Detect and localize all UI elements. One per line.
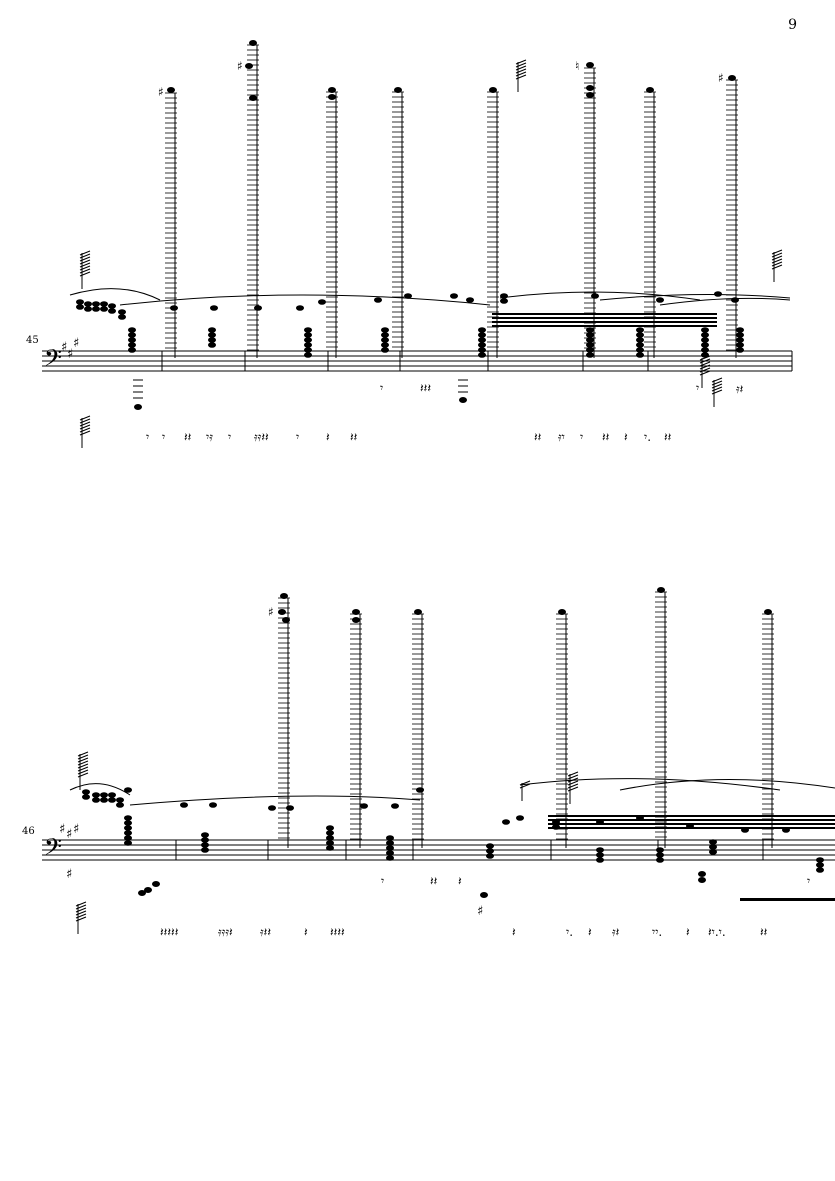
svg-text:♯: ♯ bbox=[718, 71, 724, 85]
low-notes: ♯ bbox=[138, 871, 706, 919]
svg-text:𝄽: 𝄽 bbox=[588, 925, 592, 939]
sharp-accidental: ♯ bbox=[66, 867, 72, 882]
system-2: 𝄢 ♯ ♯♯♯ ♯ bbox=[42, 587, 835, 939]
svg-text:♯: ♯ bbox=[67, 347, 73, 362]
measure-number-system-2: 46 bbox=[22, 826, 35, 837]
svg-text:𝄿𝄾: 𝄿𝄾 bbox=[558, 430, 565, 444]
svg-text:𝄾: 𝄾 bbox=[228, 430, 231, 444]
svg-text:♯: ♯ bbox=[268, 605, 274, 619]
high-noteheads: ♯ ♯ ♮ ♯ bbox=[158, 40, 736, 101]
rest-symbols: 𝄾𝄾𝄽𝄽𝄾𝄿𝄾𝄿𝄿𝄽𝄽𝄾𝄽𝄽𝄽𝄾𝄽𝄽𝄽𝄽𝄽𝄿𝄾𝄾𝄽𝄽𝄽𝄾.𝄽𝄽𝄾𝄿𝄽 bbox=[146, 381, 744, 444]
svg-text:𝄽𝄽: 𝄽𝄽 bbox=[664, 430, 672, 444]
svg-text:𝄾: 𝄾 bbox=[146, 430, 149, 444]
rest-symbols: 𝄽𝄽𝄽𝄽𝄽𝄿𝄿𝄿𝄽𝄿𝄽𝄽𝄽𝄽𝄽𝄽𝄽𝄾𝄽𝄽𝄽𝄽𝄾.𝄽𝄿𝄽𝄾𝄾.𝄽𝄽𝄾.𝄾.𝄽𝄽𝄾 bbox=[160, 874, 810, 939]
key-signature-sharps: ♯♯♯ bbox=[59, 822, 79, 842]
svg-text:𝄽𝄽: 𝄽𝄽 bbox=[760, 925, 768, 939]
svg-text:𝄽𝄽: 𝄽𝄽 bbox=[430, 874, 438, 888]
svg-text:𝄽: 𝄽 bbox=[304, 925, 308, 939]
svg-text:𝄾: 𝄾 bbox=[296, 430, 299, 444]
svg-text:𝄽𝄾.𝄾.: 𝄽𝄾.𝄾. bbox=[708, 925, 726, 939]
low-notes bbox=[133, 379, 468, 410]
svg-text:𝄽𝄽: 𝄽𝄽 bbox=[534, 430, 542, 444]
bass-clef-icon: 𝄢 bbox=[44, 833, 62, 866]
flag-clusters bbox=[79, 59, 783, 448]
svg-text:𝄽𝄽: 𝄽𝄽 bbox=[350, 430, 358, 444]
svg-text:♯: ♯ bbox=[158, 85, 164, 99]
svg-text:♯: ♯ bbox=[237, 59, 243, 73]
slurs bbox=[69, 288, 791, 306]
svg-text:𝄾: 𝄾 bbox=[380, 381, 383, 395]
page-number: 9 bbox=[788, 17, 797, 33]
svg-text:♯: ♯ bbox=[61, 340, 67, 355]
svg-text:♯: ♯ bbox=[59, 822, 65, 837]
svg-text:𝄽𝄽𝄽: 𝄽𝄽𝄽 bbox=[420, 381, 431, 395]
svg-text:𝄾: 𝄾 bbox=[580, 430, 583, 444]
beams bbox=[548, 815, 835, 901]
svg-text:𝄽: 𝄽 bbox=[624, 430, 628, 444]
svg-text:𝄾𝄿: 𝄾𝄿 bbox=[206, 430, 213, 444]
svg-text:𝄾: 𝄾 bbox=[696, 381, 699, 395]
svg-text:𝄽: 𝄽 bbox=[326, 430, 330, 444]
svg-text:♯: ♯ bbox=[73, 336, 79, 351]
ledger-stacks bbox=[165, 44, 738, 358]
beams bbox=[492, 313, 717, 327]
slurs bbox=[69, 778, 835, 806]
svg-text:𝄾.: 𝄾. bbox=[566, 925, 573, 939]
measure-number-system-1: 45 bbox=[26, 335, 39, 346]
svg-text:𝄽: 𝄽 bbox=[686, 925, 690, 939]
svg-text:♮: ♮ bbox=[575, 59, 579, 73]
svg-text:𝄿𝄿𝄽𝄽: 𝄿𝄿𝄽𝄽 bbox=[254, 430, 269, 444]
staff-lines bbox=[42, 839, 835, 861]
bass-clef-icon: 𝄢 bbox=[44, 344, 62, 377]
flag-clusters bbox=[75, 751, 579, 934]
barlines bbox=[161, 351, 793, 371]
svg-text:𝄾: 𝄾 bbox=[162, 430, 165, 444]
svg-text:♯: ♯ bbox=[66, 827, 72, 842]
staff-lines bbox=[42, 350, 792, 372]
system-1: 𝄢 ♯♯♯ ♯ ♯ bbox=[42, 40, 793, 448]
ledger-stacks bbox=[278, 591, 774, 848]
svg-text:𝄿𝄽: 𝄿𝄽 bbox=[612, 925, 620, 939]
svg-text:𝄿𝄽: 𝄿𝄽 bbox=[736, 382, 744, 396]
svg-text:𝄽: 𝄽 bbox=[458, 874, 462, 888]
svg-text:𝄽𝄽: 𝄽𝄽 bbox=[184, 430, 192, 444]
svg-text:𝄾: 𝄾 bbox=[381, 874, 384, 888]
svg-text:𝄾: 𝄾 bbox=[807, 874, 810, 888]
cluster-noteheads bbox=[82, 787, 824, 873]
svg-text:𝄽𝄽𝄽𝄽𝄽: 𝄽𝄽𝄽𝄽𝄽 bbox=[160, 925, 179, 939]
svg-text:𝄿𝄿𝄿𝄽: 𝄿𝄿𝄿𝄽 bbox=[218, 925, 233, 939]
cluster-noteheads bbox=[76, 291, 744, 358]
key-signature-sharps: ♯♯♯ bbox=[61, 336, 79, 362]
svg-text:𝄽𝄽𝄽𝄽: 𝄽𝄽𝄽𝄽 bbox=[330, 925, 345, 939]
svg-text:𝄾𝄾.: 𝄾𝄾. bbox=[652, 925, 662, 939]
svg-text:♯: ♯ bbox=[73, 822, 79, 837]
svg-text:𝄿𝄽𝄽: 𝄿𝄽𝄽 bbox=[260, 925, 271, 939]
svg-text:𝄽𝄽: 𝄽𝄽 bbox=[602, 430, 610, 444]
svg-text:𝄾.: 𝄾. bbox=[644, 430, 651, 444]
high-noteheads: ♯ bbox=[268, 587, 772, 623]
svg-text:𝄽: 𝄽 bbox=[512, 925, 516, 939]
svg-text:♯: ♯ bbox=[477, 904, 483, 919]
